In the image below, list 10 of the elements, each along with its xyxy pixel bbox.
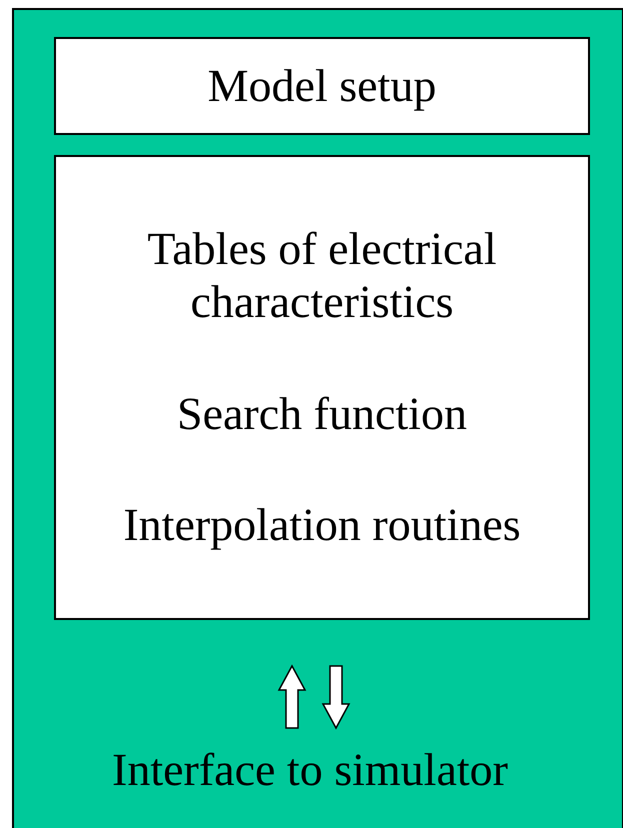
box-text: Tables of electrical characteristics xyxy=(146,223,498,330)
box-text: Model setup xyxy=(208,60,436,112)
hollow-arrow xyxy=(278,664,306,729)
content-box xyxy=(54,37,590,135)
box-text: Interface to simulator xyxy=(112,744,508,796)
box-text: Interpolation routines xyxy=(123,498,521,552)
content-box xyxy=(54,155,590,620)
box-text: Search function xyxy=(177,388,467,440)
hollow-arrow xyxy=(322,665,350,730)
container-panel xyxy=(12,8,623,828)
